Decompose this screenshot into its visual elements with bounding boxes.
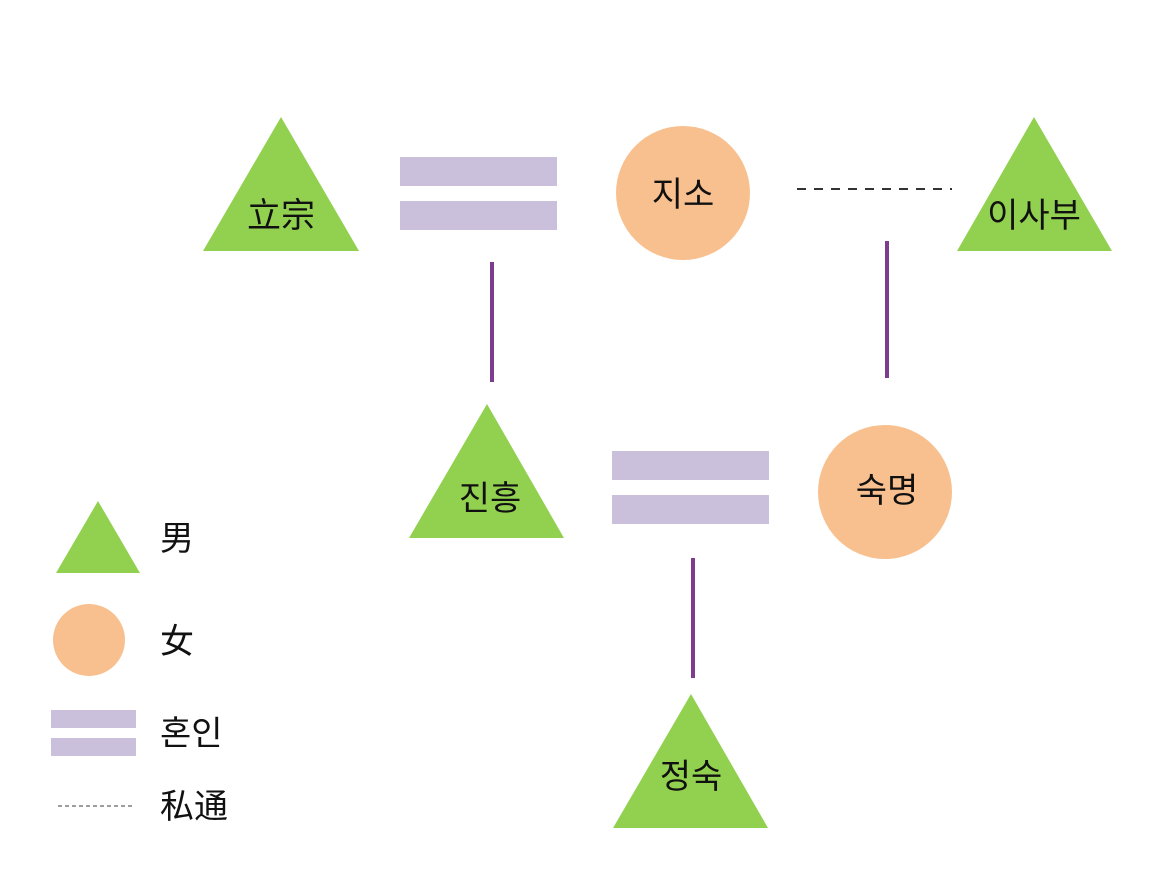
female-circle-shape [818, 425, 952, 559]
marriage-bar-bottom [400, 201, 557, 230]
legend-male-triangle [56, 501, 140, 573]
person-sukmyeong-name: 숙명 [856, 471, 919, 511]
person-jiso-name: 지소 [652, 175, 715, 215]
person-ipjong: 立宗 [203, 117, 359, 251]
male-triangle-shape [957, 117, 1112, 251]
legend-marriage: 혼인 [51, 710, 223, 756]
male-triangle-shape [409, 404, 564, 538]
legend-affair: 私通 [58, 787, 228, 827]
marriage-bar-bottom [612, 495, 769, 524]
legend-marriage-bar-bottom [51, 738, 136, 756]
female-circle-shape [616, 126, 750, 260]
person-ipjong-name: 立宗 [247, 196, 315, 236]
marriage-ipjong-jiso [400, 157, 557, 230]
person-jinheung-name: 진흥 [459, 479, 522, 519]
marriage-bar-top [400, 157, 557, 186]
person-sukmyeong: 숙명 [818, 425, 952, 559]
male-triangle-shape [203, 117, 359, 251]
person-jinheung: 진흥 [409, 404, 564, 538]
person-jeongsuk-name: 정숙 [660, 757, 723, 797]
legend-affair-label: 私通 [160, 787, 228, 827]
marriage-jinheung-sukmyeong [612, 451, 769, 524]
person-jeongsuk: 정숙 [613, 694, 768, 828]
legend-female-circle [53, 604, 125, 676]
person-isabu: 이사부 [957, 117, 1112, 251]
legend-marriage-label: 혼인 [160, 714, 223, 754]
person-isabu-name: 이사부 [987, 196, 1081, 236]
legend-male-label: 男 [160, 519, 194, 559]
marriage-bar-top [612, 451, 769, 480]
legend-male: 男 [56, 501, 194, 573]
legend-marriage-bar-top [51, 710, 136, 728]
legend: 男 女 혼인 私通 [51, 501, 228, 827]
male-triangle-shape [613, 694, 768, 828]
legend-female-label: 女 [160, 622, 194, 662]
legend-female: 女 [53, 604, 194, 676]
person-jiso: 지소 [616, 126, 750, 260]
